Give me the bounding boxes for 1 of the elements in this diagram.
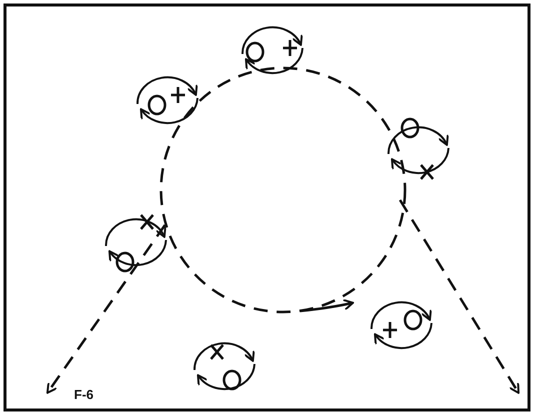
figure-number: F-6 — [74, 386, 94, 404]
